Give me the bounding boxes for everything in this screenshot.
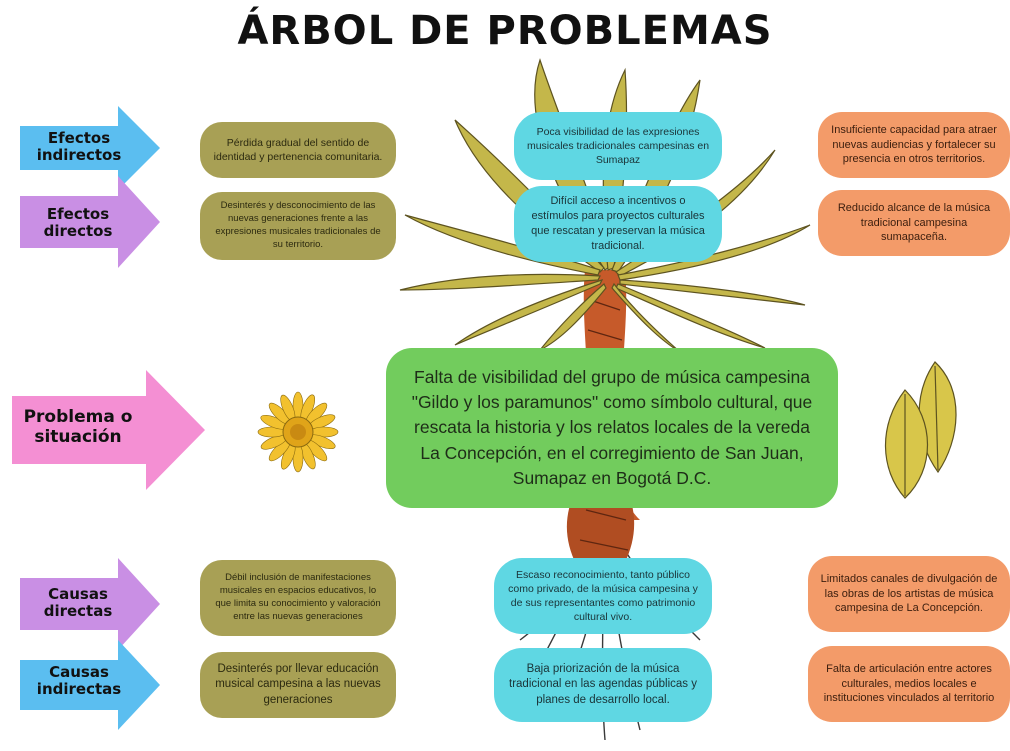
cause-orange-2: Falta de articulación entre actores cult… (808, 646, 1010, 722)
label-causas-indirectas: Causas indirectas (36, 663, 122, 699)
label-efectos-directos: Efectos directos (43, 205, 113, 241)
label-efectos-indirectos: Efectos indirectos (36, 129, 122, 165)
problem-statement: Falta de visibilidad del grupo de música… (386, 348, 838, 508)
effect-olive-2: Desinterés y desconocimiento de las nuev… (200, 192, 396, 260)
effect-olive-1: Pérdida gradual del sentido de identidad… (200, 122, 396, 178)
effect-cyan-2: Difícil acceso a incentivos o estímulos … (514, 186, 722, 262)
leaf-pair-icon (884, 361, 957, 499)
effect-orange-2: Reducido alcance de la música tradiciona… (818, 190, 1010, 256)
label-problema: Problema o situación (23, 407, 133, 447)
effect-orange-1: Insuficiente capacidad para atraer nueva… (818, 112, 1010, 178)
flower-icon (257, 391, 339, 473)
cause-cyan-1: Escaso reconocimiento, tanto público com… (494, 558, 712, 634)
cause-orange-1: Limitados canales de divulgación de las … (808, 556, 1010, 632)
cause-cyan-2: Baja priorización de la música tradicion… (494, 648, 712, 722)
cause-olive-1: Débil inclusión de manifestaciones music… (200, 560, 396, 636)
cause-olive-2: Desinterés por llevar educación musical … (200, 652, 396, 718)
page-title: ÁRBOL DE PROBLEMAS (237, 8, 773, 54)
arrows (12, 106, 205, 730)
label-causas-directas: Causas directas (43, 585, 113, 621)
effect-cyan-1: Poca visibilidad de las expresiones musi… (514, 112, 722, 180)
